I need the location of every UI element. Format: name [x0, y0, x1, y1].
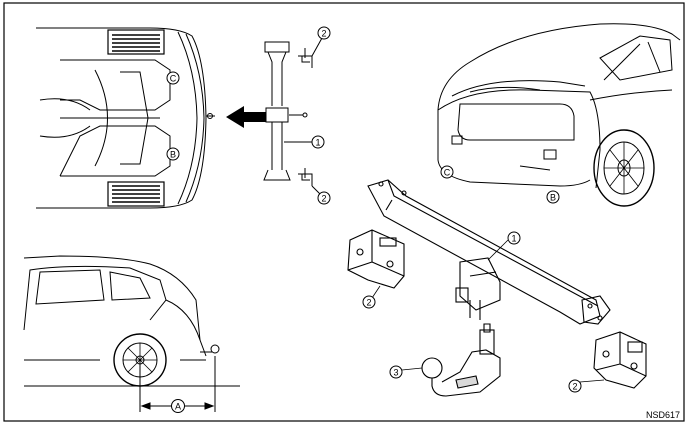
- svg-text:1: 1: [511, 234, 516, 244]
- svg-text:A: A: [175, 402, 181, 412]
- callout-c-car: C: [440, 165, 454, 179]
- dimension-a: [139, 356, 216, 412]
- figure-code: NSD617: [646, 410, 680, 420]
- svg-text:2: 2: [572, 382, 577, 392]
- car-rear-view: [437, 23, 681, 189]
- mounting-bracket-right: [593, 331, 647, 389]
- callout-a: A: [171, 399, 185, 413]
- callout-c-underside: C: [166, 71, 180, 85]
- rear-wheel: [593, 129, 655, 207]
- tire-lower: [107, 181, 165, 207]
- svg-text:2: 2: [366, 298, 371, 308]
- svg-text:1: 1: [315, 138, 320, 148]
- tow-bar-crossmember: [367, 179, 611, 325]
- tow-ball-side: [200, 344, 220, 354]
- car-side-view: [23, 255, 207, 361]
- svg-text:B: B: [550, 193, 556, 203]
- callout-2-top: 2: [317, 26, 331, 40]
- crossbar-schematic: [263, 37, 323, 197]
- svg-text:3: 3: [393, 368, 398, 378]
- svg-text:C: C: [444, 168, 451, 178]
- svg-text:B: B: [170, 150, 176, 160]
- underside-view: [36, 27, 215, 209]
- mounting-bracket-left: [347, 229, 405, 289]
- figure-border: [3, 2, 685, 422]
- tire-upper: [107, 29, 165, 55]
- callout-b-underside: B: [166, 147, 180, 161]
- callout-b-car: B: [546, 190, 560, 204]
- callout-1-schematic: 1: [311, 135, 325, 149]
- callout-2-right-bracket: 2: [568, 379, 582, 393]
- callout-2-left-bracket: 2: [362, 295, 376, 309]
- callout-1-tow-bar: 1: [507, 231, 521, 245]
- svg-text:C: C: [170, 74, 177, 84]
- leader-lines: [371, 239, 605, 383]
- direction-arrow-icon: [226, 106, 266, 128]
- callout-3-tow-ball: 3: [389, 365, 403, 379]
- callout-2-bottom: 2: [317, 191, 331, 205]
- svg-text:2: 2: [321, 194, 326, 204]
- svg-text:2: 2: [321, 29, 326, 39]
- tow-ball-assembly: [421, 323, 501, 397]
